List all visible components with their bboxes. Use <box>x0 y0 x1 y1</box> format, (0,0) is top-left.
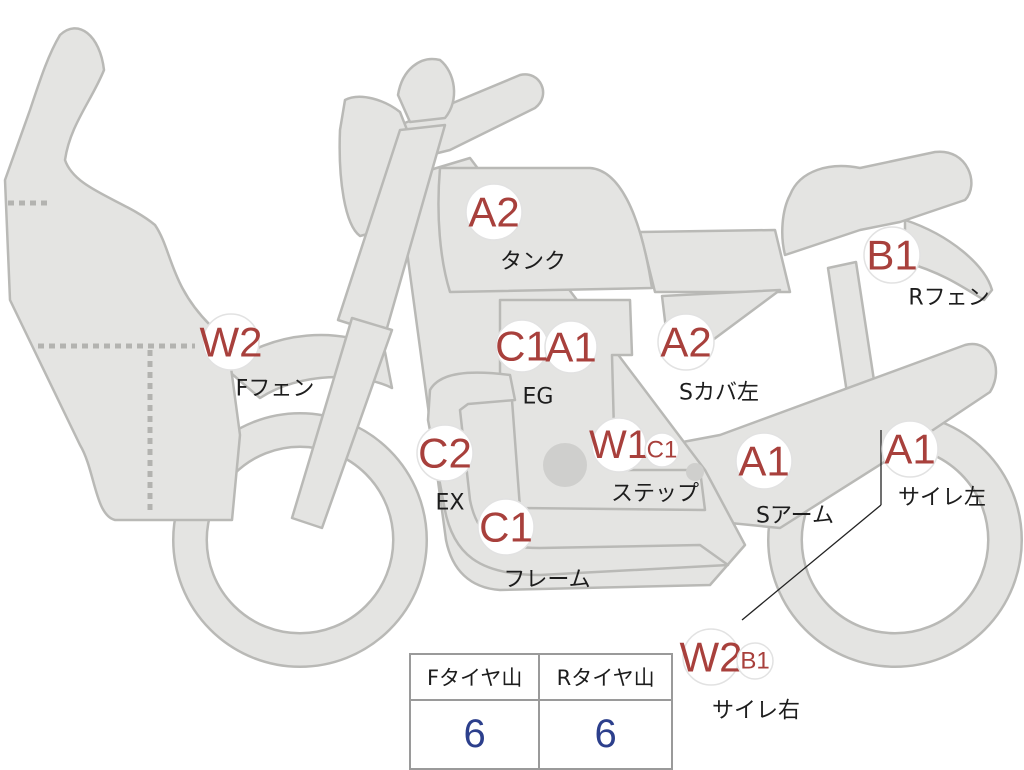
muffler-left-label: サイレ左 <box>898 486 986 511</box>
frame-label: フレーム <box>503 568 590 593</box>
swing-arm-badge: A1 <box>735 432 793 490</box>
svg-text:A2: A2 <box>660 319 711 366</box>
front-fender-label: Fフェン <box>236 377 315 402</box>
step-badge-c1: C1 <box>644 432 680 468</box>
svg-text:C1: C1 <box>647 437 678 464</box>
step-badge-w1: W1 <box>589 417 649 473</box>
fairing-shape <box>3 27 242 522</box>
svg-text:C1: C1 <box>495 323 549 370</box>
rear-tire-tread-value: 6 <box>538 699 673 770</box>
svg-text:W2: W2 <box>200 319 263 366</box>
svg-text:A1: A1 <box>545 324 596 371</box>
tank-label: タンク <box>500 250 566 275</box>
front-wheel <box>172 412 428 668</box>
muffler-right-badge-b1: B1 <box>736 642 774 680</box>
rear-tire-tread-header: Rタイヤ山 <box>538 653 673 701</box>
tire-tread-table: Fタイヤ山 Rタイヤ山 6 6 <box>408 653 673 770</box>
side-cover-badge: A2 <box>657 313 715 371</box>
svg-text:B1: B1 <box>866 232 917 279</box>
muffler-right-badge-w2: W2 <box>680 628 743 686</box>
front-tire-tread-value: 6 <box>408 699 541 770</box>
svg-text:A1: A1 <box>738 438 789 485</box>
tank-badge: A2 <box>465 183 523 241</box>
exhaust-badge: C2 <box>416 424 474 482</box>
seat-shape <box>781 150 973 257</box>
muffler-right-leader <box>741 504 882 621</box>
rear-fender-badge: B1 <box>863 226 921 284</box>
exhaust-label: EX <box>436 491 465 516</box>
front-tire-tread-header: Fタイヤ山 <box>408 653 541 701</box>
svg-text:C2: C2 <box>418 430 472 477</box>
swing-arm-shape <box>638 342 998 530</box>
swing-arm-label: Sアーム <box>756 504 834 529</box>
frame-badge: C1 <box>477 498 535 556</box>
side-cover-shape <box>638 228 792 294</box>
front-fender-badge: W2 <box>200 313 263 371</box>
svg-text:W2: W2 <box>680 634 743 681</box>
muffler-left-badge: A1 <box>881 420 939 478</box>
muffler-right-label: サイレ右 <box>712 699 800 724</box>
mirror-shape <box>396 57 456 124</box>
svg-text:W1: W1 <box>589 423 649 467</box>
front-fork-lower <box>290 316 394 530</box>
svg-text:C1: C1 <box>479 504 533 551</box>
engine-label: EG <box>523 385 554 410</box>
engine-badge-a1: A1 <box>544 320 598 374</box>
rear-fender-label: Rフェン <box>908 286 989 311</box>
svg-text:A2: A2 <box>468 189 519 236</box>
engine-badge-c1: C1 <box>495 319 549 373</box>
step-label: ステップ <box>611 482 699 507</box>
side-cover-left-label: Sカバ左 <box>679 381 759 406</box>
rear-fender-shape <box>903 218 994 302</box>
svg-text:B1: B1 <box>740 648 769 675</box>
svg-text:A1: A1 <box>884 426 935 473</box>
